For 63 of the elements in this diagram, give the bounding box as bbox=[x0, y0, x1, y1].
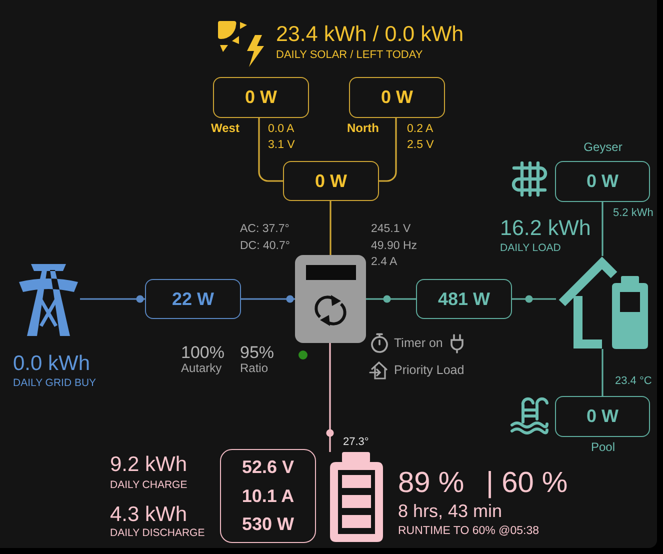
panel-name: North bbox=[347, 122, 379, 136]
ac-readout: 245.1 V 49.90 Hz 2.4 A bbox=[371, 222, 418, 270]
current-voltage-readout: 0.2 A 2.5 V bbox=[407, 122, 435, 153]
connector-line bbox=[602, 202, 604, 256]
energy-caption: DAILY LOAD bbox=[500, 242, 561, 254]
energy-caption: DAILY DISCHARGE bbox=[110, 527, 205, 540]
connector-line bbox=[241, 295, 295, 303]
connector-line bbox=[330, 201, 332, 255]
inverter-icon bbox=[295, 255, 366, 343]
connector-line bbox=[602, 349, 604, 396]
connector-line bbox=[366, 295, 416, 303]
percent-value: 95% bbox=[240, 343, 274, 363]
power-value: 0 W bbox=[380, 87, 413, 108]
energy-caption: DAILY SOLAR / LEFT TODAY bbox=[276, 49, 423, 62]
target-charge: | 60 % bbox=[486, 467, 568, 500]
temperature-readout: 23.4 °C bbox=[615, 375, 652, 388]
energy-total: 4.3 kWh bbox=[110, 503, 188, 528]
energy-total: 23.4 kWh / 0.0 kWh bbox=[276, 22, 464, 47]
runtime-value: 8 hrs, 43 min bbox=[398, 501, 502, 522]
temperature-readout: 27.3° bbox=[343, 436, 369, 449]
energy-total: 16.2 kWh bbox=[500, 216, 591, 241]
panel-name: West bbox=[211, 122, 240, 136]
runtime-caption: RUNTIME TO 60% @05:38 bbox=[398, 525, 539, 538]
battery-reading: 52.6 V bbox=[242, 457, 294, 478]
power-box bbox=[555, 396, 650, 437]
power-box bbox=[555, 161, 650, 202]
connector-line bbox=[326, 343, 334, 452]
connector-line bbox=[379, 118, 397, 182]
power-box bbox=[283, 161, 379, 201]
temperature-readout: AC: 37.7° DC: 40.7° bbox=[240, 222, 291, 254]
power-box bbox=[145, 279, 241, 319]
power-value: 22 W bbox=[172, 288, 214, 310]
metric-caption: Ratio bbox=[240, 362, 268, 376]
energy-caption: DAILY CHARGE bbox=[110, 479, 188, 492]
energy-total: 0.0 kWh bbox=[13, 352, 90, 376]
energy-value: 5.2 kWh bbox=[613, 207, 654, 220]
energy-caption: DAILY GRID BUY bbox=[13, 377, 96, 390]
connector-line bbox=[512, 295, 556, 303]
power-box bbox=[349, 77, 445, 118]
connector-line bbox=[258, 118, 283, 182]
device-name: Pool bbox=[590, 441, 616, 455]
power-value: 0 W bbox=[314, 170, 347, 192]
connector-line bbox=[80, 295, 145, 303]
house-battery-icon bbox=[556, 256, 650, 349]
power-value: 481 W bbox=[438, 288, 490, 310]
power-pylon-icon bbox=[18, 262, 80, 338]
battery-icon bbox=[330, 452, 383, 542]
state-of-charge: 89 % bbox=[398, 467, 464, 500]
status-text: Timer on bbox=[394, 336, 443, 350]
power-box bbox=[416, 279, 512, 319]
power-box bbox=[213, 77, 309, 118]
status-text: Priority Load bbox=[394, 363, 464, 378]
percent-value: 100% bbox=[181, 343, 224, 363]
battery-reading: 10.1 A bbox=[242, 486, 294, 506]
metric-caption: Autarky bbox=[181, 362, 222, 376]
power-value: 0 W bbox=[586, 406, 618, 427]
power-value: 0 W bbox=[586, 171, 618, 192]
battery-stats-box bbox=[220, 449, 316, 543]
device-name: Geyser bbox=[584, 141, 622, 155]
battery-reading: 530 W bbox=[242, 514, 294, 535]
power-value: 0 W bbox=[244, 87, 277, 108]
energy-total: 9.2 kWh bbox=[110, 453, 188, 478]
current-voltage-readout: 0.0 A 3.1 V bbox=[268, 122, 296, 153]
